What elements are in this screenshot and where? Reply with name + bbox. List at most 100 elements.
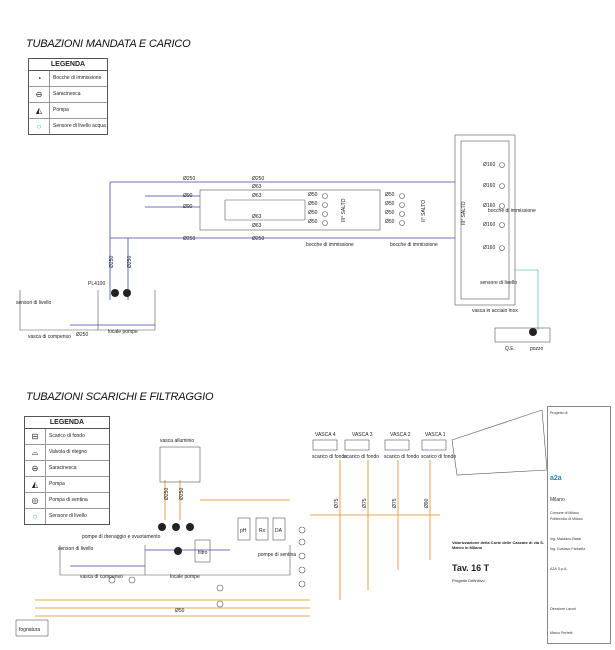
legend-row: ⊟Scarico di fondo xyxy=(25,429,109,445)
text-label: scarico di fondo xyxy=(344,454,379,460)
legend-row: ◭Pompa xyxy=(29,103,107,119)
pipe-label: Ø250 xyxy=(76,332,88,338)
pipe-label: Ø50 xyxy=(308,210,318,216)
text-label: sensore di livello xyxy=(480,280,517,286)
text-label: vasca in acciaio inox xyxy=(472,308,518,314)
pipe-label: Ø63 xyxy=(252,223,262,229)
top-equipment xyxy=(111,289,537,336)
bottom-orange-pipes xyxy=(35,460,440,617)
title-block-row: Ing. Massimo Bassi xyxy=(550,537,582,541)
title-block-row: Comune di Milano xyxy=(550,511,579,515)
check-valve-icon: ⌓ xyxy=(25,445,46,460)
pipe-label: Ø75 xyxy=(392,498,398,508)
pipe-label: Ø160 xyxy=(483,162,495,168)
bottom-equipment xyxy=(158,523,194,555)
pipe-label: Ø75 xyxy=(334,498,340,508)
text-label: III° SALTO xyxy=(461,201,467,225)
project-phase: Progetto Definitivo xyxy=(452,578,485,583)
text-label: VASCA 2 xyxy=(390,432,411,438)
pipe-label: Ø160 xyxy=(483,203,495,209)
pipe-label: Ø250 xyxy=(179,488,185,500)
pipe-label: Ø50 xyxy=(175,608,185,614)
legend-row: ○Sensore di livello acqua xyxy=(29,119,107,134)
text-label: vasca alluminio xyxy=(160,438,194,444)
pipe-label: Ø250 xyxy=(252,236,264,242)
title-block-row: A2A S.p.A. xyxy=(550,567,568,571)
bottom-legend: LEGENDA ⊟Scarico di fondo ⌓Valvola di ri… xyxy=(24,416,110,525)
text-label: bocche di immissione xyxy=(306,242,354,248)
text-label: sensori di livello xyxy=(16,300,52,306)
text-label: locale pompe xyxy=(108,329,138,335)
pipe-label: Ø250 xyxy=(127,256,133,268)
text-label: VASCA 3 xyxy=(352,432,373,438)
pipe-label: Ø90 xyxy=(183,193,193,199)
text-label: bocche di immissione xyxy=(390,242,438,248)
bottom-section-title: TUBAZIONI SCARICHI E FILTRAGGIO xyxy=(26,391,214,403)
pipe-label: Ø90 xyxy=(424,498,430,508)
legend-row: ⊖Saracinesca xyxy=(25,461,109,477)
legend-row: ⌓Valvola di ritegno xyxy=(25,445,109,461)
top-pipes xyxy=(70,181,455,326)
pipe-label: Ø250 xyxy=(183,236,195,242)
pipe-label: Ø250 xyxy=(109,256,115,268)
title-block-row: Progetto di xyxy=(550,411,568,415)
city-label: Milano xyxy=(550,497,565,503)
legend-row: ⊖Saracinesca xyxy=(29,87,107,103)
text-label: pompe di sentina xyxy=(258,552,296,558)
pipe-label: Ø63 xyxy=(252,214,262,220)
text-label: bocche di immissione xyxy=(488,208,536,214)
bilge-pump-icon: ◎ xyxy=(25,493,46,508)
pipe-label: Ø63 xyxy=(252,193,262,199)
text-label: scarico di fondo xyxy=(384,454,419,460)
pipe-label: Ø63 xyxy=(252,184,262,190)
title-block-row: Direzione Lavori xyxy=(550,607,576,611)
pipe-label: Ø50 xyxy=(385,219,395,225)
level-sensor-icon: ○ xyxy=(25,509,46,524)
title-block-row: Politecnico di Milano xyxy=(550,517,583,521)
text-label: Q.E. xyxy=(505,346,515,352)
title-block-row: Marco Perfetti xyxy=(550,631,573,635)
text-label: scarico di fondo xyxy=(421,454,456,460)
legend-row: ○Sensore di livello xyxy=(25,509,109,524)
pipe-label: Ø90 xyxy=(183,204,193,210)
pipe-label: Ø160 xyxy=(483,183,495,189)
pipe-label: Ø250 xyxy=(164,488,170,500)
text-label: PL4100 xyxy=(88,281,105,287)
pipe-label: Ø50 xyxy=(385,210,395,216)
pipe-label: Ø50 xyxy=(308,192,318,198)
text-label: Rx xyxy=(259,528,266,534)
pump-icon: ◭ xyxy=(29,103,50,118)
text-label: DA xyxy=(275,528,283,534)
text-label: sensori di livello xyxy=(58,546,94,552)
text-label: filtro xyxy=(198,550,208,556)
top-legend-header: LEGENDA xyxy=(29,59,107,71)
text-label: VASCA 1 xyxy=(425,432,446,438)
pipe-label: Ø50 xyxy=(385,192,395,198)
text-label: pH xyxy=(240,528,247,534)
text-label: pompe di drenaggio e svuotamento xyxy=(82,534,161,540)
pipe-label: Ø75 xyxy=(362,498,368,508)
top-section-title: TUBAZIONI MANDATA E CARICO xyxy=(26,38,191,50)
text-label: fognatura xyxy=(19,627,40,633)
bottom-drain-icon: ⊟ xyxy=(25,429,46,444)
pipe-label: Ø50 xyxy=(308,201,318,207)
text-label: locale pompe xyxy=(170,574,200,580)
legend-row: ◭Pompa xyxy=(25,477,109,493)
gate-valve-icon: ⊖ xyxy=(25,461,46,476)
pipe-label: Ø250 xyxy=(183,176,195,182)
nozzle-icon: ◔ xyxy=(29,71,50,86)
title-block-row: Ing. Gustavo Farinella xyxy=(550,547,586,551)
title-block: Progetto di a2a Milano Comune di Milano … xyxy=(547,406,611,644)
pipe-label: Ø160 xyxy=(483,245,495,251)
bottom-valves xyxy=(108,526,306,608)
top-legend: LEGENDA ◔Bocche di immissione ⊖Saracines… xyxy=(28,58,108,135)
legend-row: ◔Bocche di immissione xyxy=(29,71,107,87)
level-sensor-icon: ○ xyxy=(29,119,50,134)
project-title: Valorizzazione della Corte delle Cascate… xyxy=(452,540,545,550)
gate-valve-icon: ⊖ xyxy=(29,87,50,102)
legend-row: ◎Pompa di sentina xyxy=(25,493,109,509)
text-label: pozzo xyxy=(530,346,544,352)
